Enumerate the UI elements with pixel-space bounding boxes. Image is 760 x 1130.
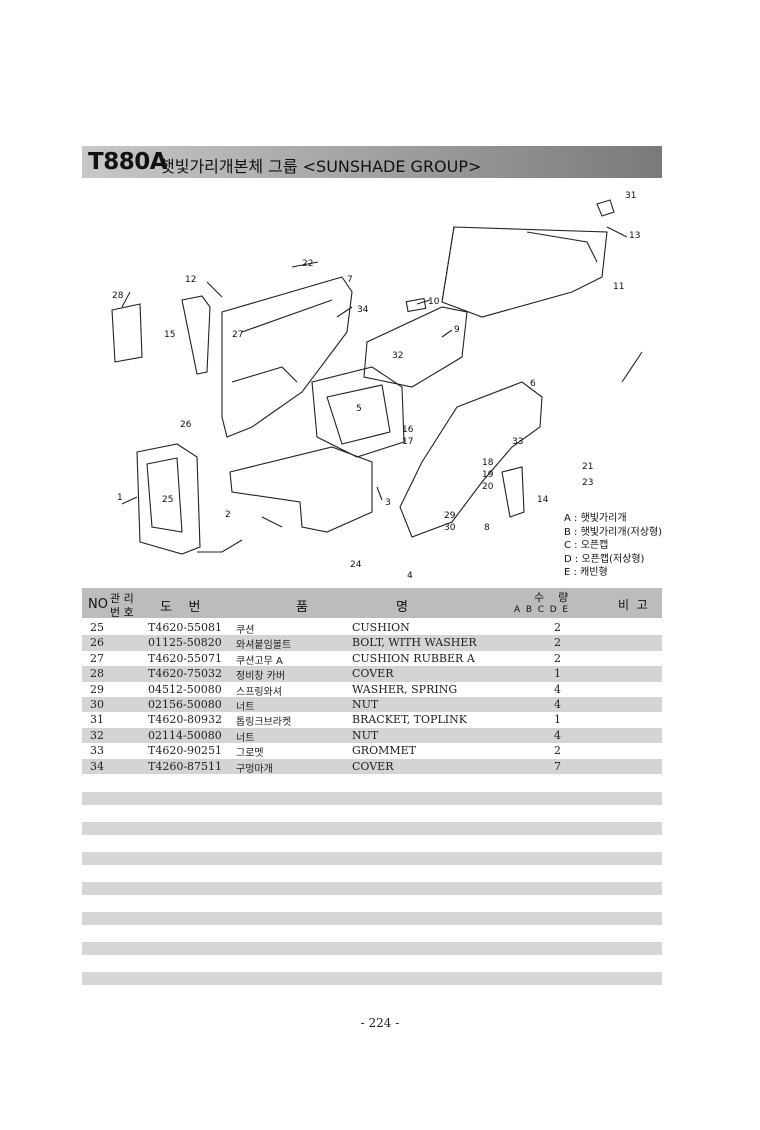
section-title: 햇빛가리개본체 그룹 <SUNSHADE GROUP>	[160, 157, 482, 176]
header-mgmt-bottom: 번 호	[110, 606, 134, 619]
empty-row-band	[82, 942, 662, 955]
callout-26: 26	[180, 420, 192, 430]
exploded-parts-diagram: 31 13 11 22 12 7 28 34 10 15 27 9 32 6 2…	[111, 191, 643, 581]
table-header	[82, 588, 662, 618]
empty-row-band	[82, 882, 662, 895]
callout-33: 33	[512, 437, 523, 447]
empty-row-band	[82, 852, 662, 865]
header-qty: 수 량	[534, 591, 569, 604]
callout-29: 29	[444, 511, 456, 521]
header-no: NO	[88, 597, 108, 612]
model-number: T880A	[88, 149, 168, 175]
callout-14: 14	[537, 495, 549, 505]
legend-item-e: E : 캐빈형	[564, 567, 608, 578]
title-bar	[82, 146, 662, 178]
page-number: - 224 -	[360, 1016, 400, 1030]
legend-item-c: C : 오픈캡	[564, 540, 609, 551]
callout-30: 30	[444, 523, 456, 533]
callout-7: 7	[347, 275, 353, 285]
callout-19: 19	[482, 470, 494, 480]
empty-row-band	[82, 972, 662, 985]
callout-20: 20	[482, 482, 494, 492]
legend-item-b: B : 햇빛가리개(저상형)	[564, 526, 662, 538]
callout-16: 16	[402, 425, 414, 435]
callout-23: 23	[582, 478, 593, 488]
callout-4: 4	[407, 571, 413, 581]
callout-5: 5	[356, 404, 362, 414]
callout-11: 11	[613, 282, 624, 292]
header-remark: 비 고	[618, 598, 648, 612]
callout-2: 2	[225, 510, 231, 520]
callout-24: 24	[350, 560, 362, 570]
header-name-a: 품	[296, 600, 308, 615]
callout-21: 21	[582, 462, 593, 472]
header-mgmt-top: 관 리	[110, 592, 134, 605]
empty-row-band	[82, 912, 662, 925]
callout-27: 27	[232, 330, 243, 340]
callout-9: 9	[454, 325, 460, 335]
callout-1: 1	[117, 493, 123, 503]
callout-3: 3	[385, 498, 391, 508]
header-qty-cols: A B C D E	[514, 605, 569, 615]
header-name-b: 명	[396, 600, 408, 615]
callout-10: 10	[428, 297, 440, 307]
callout-32: 32	[392, 351, 403, 361]
callout-13: 13	[629, 231, 640, 241]
callout-34: 34	[357, 305, 369, 315]
empty-row-band	[82, 792, 662, 805]
callout-15: 15	[164, 330, 175, 340]
legend-item-a: A : 햇빛가리개	[564, 513, 627, 524]
legend: A : 햇빛가리개 B : 햇빛가리개(저상형) C : 오픈캡 D : 오픈캡…	[564, 512, 662, 580]
callout-8: 8	[484, 523, 490, 533]
callout-22: 22	[302, 259, 313, 269]
callout-17: 17	[402, 437, 413, 447]
callout-12: 12	[185, 275, 196, 285]
legend-item-d: D : 오픈캡(저상형)	[564, 553, 645, 565]
callout-28: 28	[112, 291, 124, 301]
callout-31: 31	[625, 191, 636, 201]
empty-row-band	[82, 822, 662, 835]
callout-25: 25	[162, 495, 173, 505]
callout-18: 18	[482, 458, 494, 468]
callout-6: 6	[530, 379, 536, 389]
header-drawing: 도 번	[160, 600, 201, 615]
